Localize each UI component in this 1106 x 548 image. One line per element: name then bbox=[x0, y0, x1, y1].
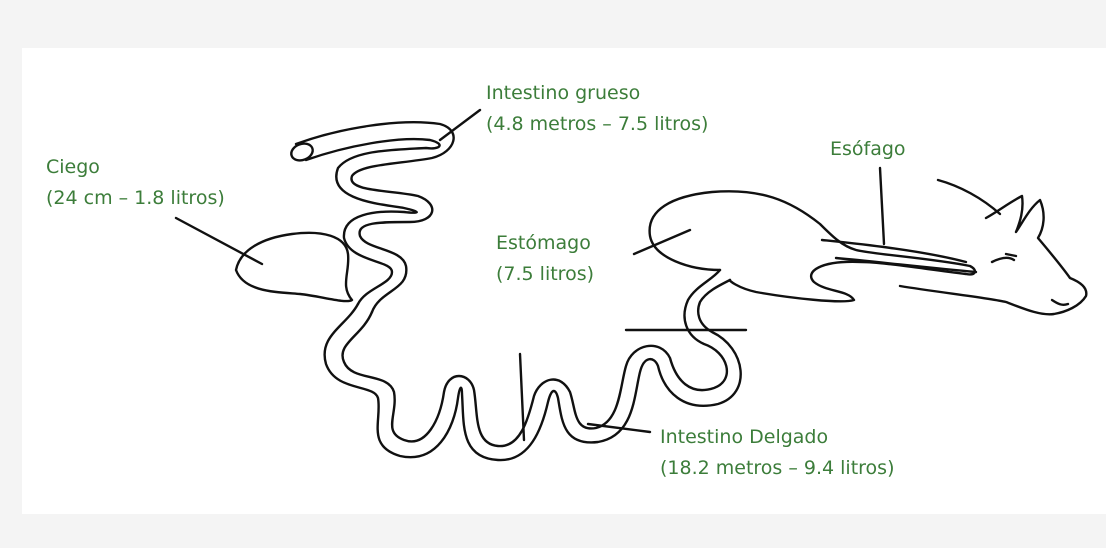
esofago-name: Esófago bbox=[830, 134, 906, 165]
label-estomago: Estómago (7.5 litros) bbox=[496, 228, 594, 290]
caecum bbox=[236, 233, 352, 301]
label-esofago: Esófago bbox=[830, 134, 906, 165]
intestino-grueso-name: Intestino grueso bbox=[486, 78, 708, 109]
label-intestino-delgado: Intestino Delgado (18.2 metros – 9.4 lit… bbox=[660, 422, 895, 484]
large-intestine bbox=[289, 122, 454, 312]
intestino-delgado-detail: (18.2 metros – 9.4 litros) bbox=[660, 453, 895, 484]
label-intestino-grueso: Intestino grueso (4.8 metros – 7.5 litro… bbox=[486, 78, 708, 140]
stomach bbox=[650, 191, 975, 301]
estomago-detail: (7.5 litros) bbox=[496, 259, 594, 290]
estomago-name: Estómago bbox=[496, 228, 594, 259]
label-ciego: Ciego (24 cm – 1.8 litros) bbox=[46, 152, 225, 214]
ciego-name: Ciego bbox=[46, 152, 225, 183]
pig-head bbox=[900, 180, 1086, 314]
intestino-grueso-detail: (4.8 metros – 7.5 litros) bbox=[486, 109, 708, 140]
intestino-delgado-name: Intestino Delgado bbox=[660, 422, 895, 453]
ciego-detail: (24 cm – 1.8 litros) bbox=[46, 183, 225, 214]
